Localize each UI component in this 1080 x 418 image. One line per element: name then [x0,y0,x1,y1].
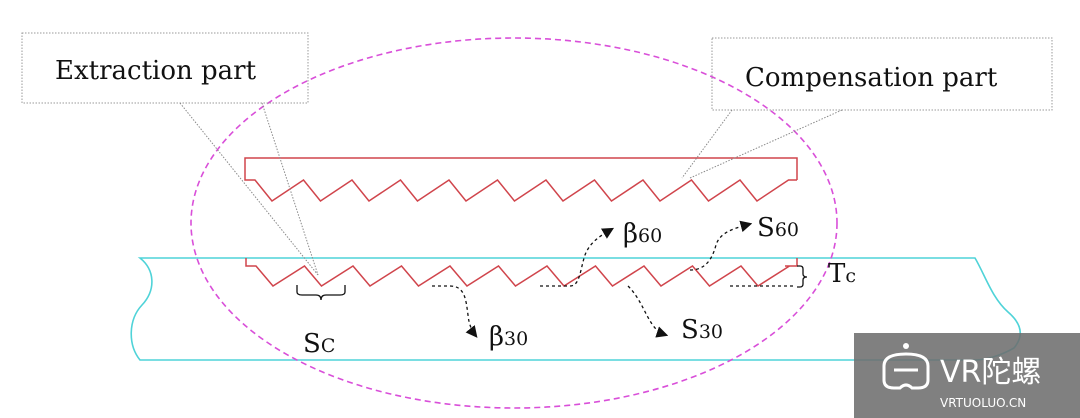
extraction-grating [245,258,798,287]
s60-label: S60 [757,213,799,243]
beta60-label: β60 [623,219,662,249]
ray-beta60-arrow [540,227,615,287]
sc-label: SC [303,329,335,359]
ray-paths [432,220,795,338]
compensation-grating [244,157,798,203]
sc-brace [296,285,346,301]
extraction-part-label: Extraction part [55,56,257,86]
tc-brace [797,265,808,288]
watermark-brand: VR陀螺 [940,355,1041,390]
highlight-ellipse [190,37,838,409]
watermark-bg [854,333,1080,418]
s30-label: S30 [681,315,723,345]
compensation-part-label: Compensation part [745,63,998,93]
compensation-callout-box [711,37,1053,111]
vr-headset-logo-icon [882,343,930,390]
leader-lines [179,102,843,276]
ray-s60-arrow [689,220,753,271]
tc-label: Tc [828,259,856,289]
ray-s30-arrow [627,285,669,338]
watermark-site: VRTUOLUO.CN [940,396,1026,410]
extraction-callout-box [21,32,309,104]
ray-beta30-arrow [432,285,478,338]
watermark: VR陀螺 VRTUOLUO.CN [854,333,1080,418]
beta30-label: β30 [489,322,528,352]
